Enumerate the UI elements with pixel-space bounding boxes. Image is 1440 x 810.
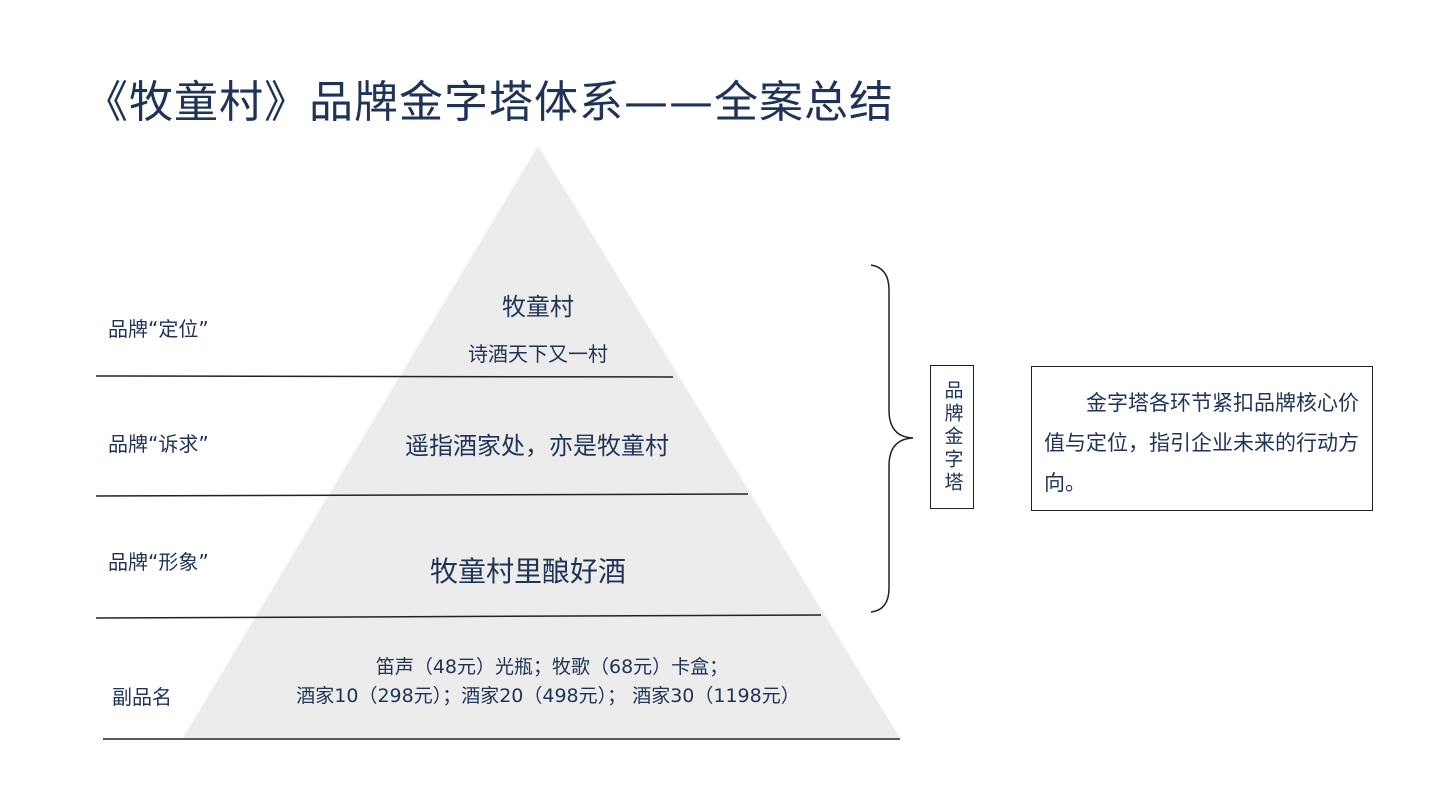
level-image-text: 牧童村里酿好酒	[429, 555, 627, 588]
level-appeal-text: 遥指酒家处，亦是牧童村	[405, 432, 669, 460]
pyramid-shape	[183, 146, 900, 738]
level-sub-brands-line1: 笛声（48元）光瓶；牧歌（68元）卡盒；	[375, 656, 729, 678]
row-label-sub-brands: 副品名	[112, 685, 172, 709]
level-sub-brands-line2: 酒家10（298元）；酒家20（498元）； 酒家30（1198元）	[296, 685, 800, 707]
level-positioning-sub: 诗酒天下又一村	[468, 342, 608, 366]
row-label-image: 品牌“形象”	[108, 550, 209, 574]
level-positioning-main: 牧童村	[502, 293, 574, 321]
row-label-appeal: 品牌“诉求”	[108, 432, 209, 456]
pyramid-label-text: 品牌金字塔	[941, 379, 964, 495]
page-title: 《牧童村》品牌金字塔体系——全案总结	[84, 77, 894, 128]
pyramid-label-box: 品牌金字塔	[930, 365, 974, 509]
curly-brace	[870, 264, 914, 613]
divider-line-2	[95, 493, 749, 497]
divider-line-1	[95, 375, 674, 378]
summary-note: 金字塔各环节紧扣品牌核心价值与定位，指引企业未来的行动方向。	[1031, 366, 1373, 511]
row-label-positioning: 品牌“定位”	[108, 317, 209, 341]
divider-line-3	[95, 614, 822, 619]
